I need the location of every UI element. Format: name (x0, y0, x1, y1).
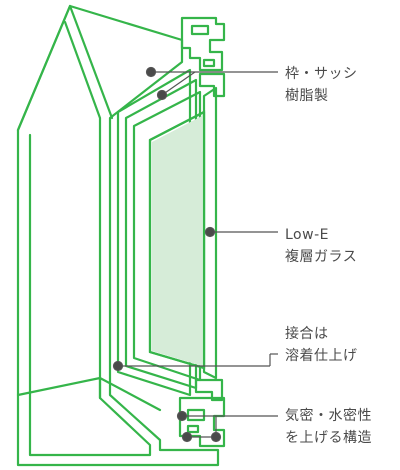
label-glass: Low-E 複層ガラス (285, 224, 357, 268)
top-fitting-inner (190, 24, 216, 68)
leader-frame-2 (161, 71, 196, 96)
label-seal-line2: を上げる構造 (285, 430, 372, 446)
bottom-fitting (194, 378, 224, 402)
bottom-fitting-2 (178, 396, 226, 448)
sill-outline (16, 376, 162, 412)
glass-fill (152, 116, 202, 366)
glass-fill-edge (148, 110, 206, 370)
outer-wall-outline (16, 4, 220, 467)
label-glass-line1: Low-E (285, 227, 329, 243)
dot-seal-1 (176, 410, 188, 422)
dot-seal-3 (210, 431, 222, 443)
dot-frame-1 (145, 66, 157, 78)
top-fitting-2 (198, 72, 226, 98)
dot-seal-2 (181, 431, 193, 443)
label-frame-line1: 枠・サッシ (285, 66, 358, 82)
label-glass-line2: 複層ガラス (285, 249, 358, 265)
dot-joint (112, 360, 124, 372)
wall-top-face (16, 4, 114, 132)
label-seal-line1: 気密・水密性 (285, 408, 372, 424)
label-seal: 気密・水密性 を上げる構造 (285, 405, 372, 449)
label-frame-line2: 樹脂製 (285, 88, 329, 104)
dot-glass (204, 226, 216, 238)
label-joint: 接合は 溶着仕上げ (285, 323, 358, 367)
label-joint-line2: 溶着仕上げ (285, 348, 358, 364)
label-frame-sash: 枠・サッシ 樹脂製 (285, 63, 358, 107)
top-fitting (180, 16, 226, 72)
label-joint-line1: 接合は (285, 326, 329, 342)
frame-profile-1 (116, 68, 192, 397)
wall-inner-face (28, 20, 152, 457)
bottom-fitting-inner (186, 408, 206, 434)
dot-frame-2 (156, 89, 168, 101)
